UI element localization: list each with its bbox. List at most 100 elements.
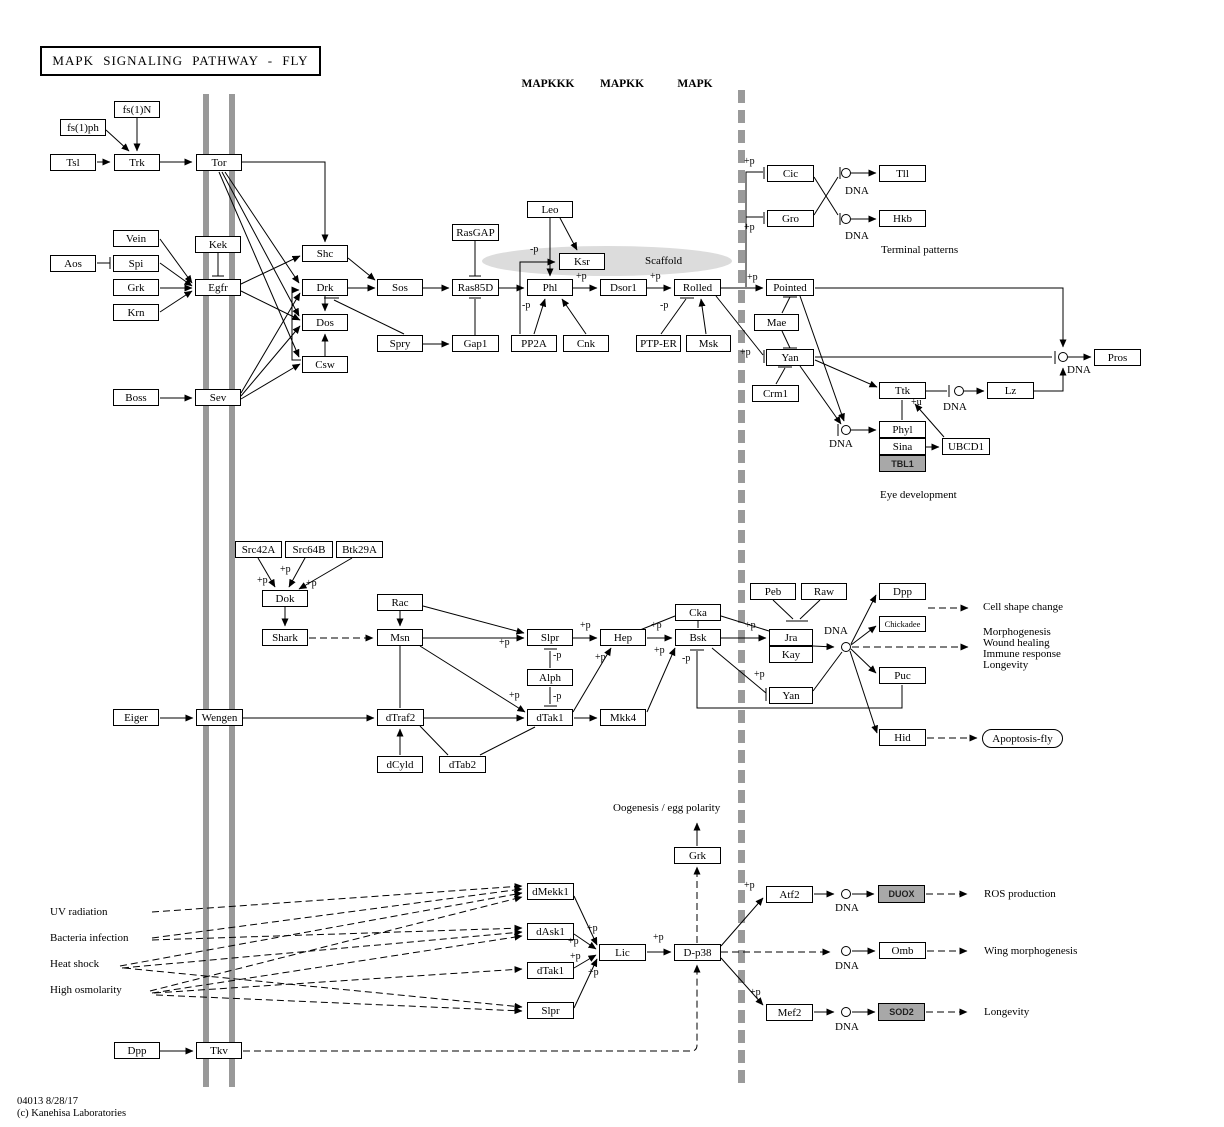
node-hkb[interactable]: Hkb <box>879 210 926 227</box>
node-mae[interactable]: Mae <box>754 314 799 331</box>
node-dcyld[interactable]: dCyld <box>377 756 423 773</box>
node-fs1ph[interactable]: fs(1)ph <box>60 119 106 136</box>
node-src64b[interactable]: Src64B <box>285 541 333 558</box>
node-crm1[interactable]: Crm1 <box>752 385 799 402</box>
node-trk[interactable]: Trk <box>114 154 160 171</box>
node-lic[interactable]: Lic <box>599 944 646 961</box>
node-egfr[interactable]: Egfr <box>195 279 241 296</box>
node-slpr2[interactable]: Slpr <box>527 1002 574 1019</box>
node-duox[interactable]: DUOX <box>878 885 925 903</box>
node-csw[interactable]: Csw <box>302 356 348 373</box>
node-rolled[interactable]: Rolled <box>674 279 721 296</box>
node-dsor1[interactable]: Dsor1 <box>600 279 647 296</box>
node-gro[interactable]: Gro <box>767 210 814 227</box>
annotation-plusminus-p: +p <box>654 645 665 656</box>
node-dok[interactable]: Dok <box>262 590 308 607</box>
node-cic[interactable]: Cic <box>767 165 814 182</box>
dna-label: DNA <box>835 1021 859 1033</box>
node-ksr[interactable]: Ksr <box>559 253 605 270</box>
node-kek[interactable]: Kek <box>195 236 241 253</box>
node-hep[interactable]: Hep <box>600 629 646 646</box>
outcome-longevity-2: Longevity <box>984 1006 1030 1018</box>
node-drk[interactable]: Drk <box>302 279 348 296</box>
node-vein[interactable]: Vein <box>113 230 159 247</box>
node-puc[interactable]: Puc <box>879 667 926 684</box>
section-eye-development: Eye development <box>880 489 957 501</box>
cell-membrane-outer <box>203 94 209 1087</box>
node-shc[interactable]: Shc <box>302 245 348 262</box>
node-sina[interactable]: Sina <box>879 438 926 455</box>
node-mkk4[interactable]: Mkk4 <box>600 709 646 726</box>
node-tbl1[interactable]: TBL1 <box>879 455 926 472</box>
node-dpp2[interactable]: Dpp <box>114 1042 160 1059</box>
node-raw[interactable]: Raw <box>801 583 847 600</box>
node-dtak1a[interactable]: dTak1 <box>527 709 573 726</box>
node-ttk[interactable]: Ttk <box>879 382 926 399</box>
node-pp2a[interactable]: PP2A <box>511 335 557 352</box>
outcome-cell-shape-change: Cell shape change <box>983 601 1064 613</box>
node-src42a[interactable]: Src42A <box>235 541 282 558</box>
node-yan2[interactable]: Yan <box>769 687 813 704</box>
dna-label: DNA <box>829 438 853 450</box>
node-slpr1[interactable]: Slpr <box>527 629 573 646</box>
annotation-minus-p: -p <box>682 653 691 664</box>
node-spry[interactable]: Spry <box>377 335 423 352</box>
node-lz[interactable]: Lz <box>987 382 1034 399</box>
node-wengen[interactable]: Wengen <box>196 709 243 726</box>
node-krn[interactable]: Krn <box>113 304 159 321</box>
node-grk1[interactable]: Grk <box>113 279 159 296</box>
node-btk29a[interactable]: Btk29A <box>336 541 383 558</box>
node-msn[interactable]: Msn <box>377 629 423 646</box>
node-chickadee[interactable]: Chickadee <box>879 616 926 632</box>
node-bsk[interactable]: Bsk <box>675 629 721 646</box>
node-aos[interactable]: Aos <box>50 255 96 272</box>
node-dpp1[interactable]: Dpp <box>879 583 926 600</box>
node-atf2[interactable]: Atf2 <box>766 886 813 903</box>
node-shark[interactable]: Shark <box>262 629 308 646</box>
node-boss[interactable]: Boss <box>113 389 159 406</box>
node-dp38[interactable]: D-p38 <box>674 944 721 961</box>
dna-label: DNA <box>1067 364 1091 376</box>
node-omb[interactable]: Omb <box>879 942 926 959</box>
annotation-plusminus-p: +p <box>653 932 664 943</box>
node-apoptosisfly[interactable]: Apoptosis-fly <box>982 729 1063 748</box>
node-rasgap[interactable]: RasGAP <box>452 224 499 241</box>
node-ras85d[interactable]: Ras85D <box>452 279 499 296</box>
node-leo[interactable]: Leo <box>527 201 573 218</box>
node-pointed[interactable]: Pointed <box>766 279 814 296</box>
node-tor[interactable]: Tor <box>196 154 242 171</box>
node-dtraf2[interactable]: dTraf2 <box>377 709 424 726</box>
node-dmekk1[interactable]: dMekk1 <box>527 883 574 900</box>
node-pros[interactable]: Pros <box>1094 349 1141 366</box>
node-grk2[interactable]: Grk <box>674 847 721 864</box>
node-sev[interactable]: Sev <box>195 389 241 406</box>
node-tsl[interactable]: Tsl <box>50 154 96 171</box>
node-fs1N[interactable]: fs(1)N <box>114 101 160 118</box>
node-dtab2[interactable]: dTab2 <box>439 756 486 773</box>
node-peb[interactable]: Peb <box>750 583 796 600</box>
node-tll[interactable]: Tll <box>879 165 926 182</box>
node-dask1[interactable]: dAsk1 <box>527 923 574 940</box>
node-rac[interactable]: Rac <box>377 594 423 611</box>
node-cka[interactable]: Cka <box>675 604 721 621</box>
node-dtak1b[interactable]: dTak1 <box>527 962 574 979</box>
node-kay[interactable]: Kay <box>769 646 813 663</box>
node-mef2[interactable]: Mef2 <box>766 1004 813 1021</box>
node-msk[interactable]: Msk <box>686 335 731 352</box>
node-ptper[interactable]: PTP-ER <box>636 335 681 352</box>
node-sos[interactable]: Sos <box>377 279 423 296</box>
node-phyl[interactable]: Phyl <box>879 421 926 438</box>
node-sod2[interactable]: SOD2 <box>878 1003 925 1021</box>
node-hid[interactable]: Hid <box>879 729 926 746</box>
node-tkv[interactable]: Tkv <box>196 1042 242 1059</box>
node-jra[interactable]: Jra <box>769 629 813 646</box>
node-ubcd1[interactable]: UBCD1 <box>942 438 990 455</box>
node-phl[interactable]: Phl <box>527 279 573 296</box>
node-alph[interactable]: Alph <box>527 669 573 686</box>
node-gap1[interactable]: Gap1 <box>452 335 499 352</box>
node-cnk[interactable]: Cnk <box>563 335 609 352</box>
node-spi[interactable]: Spi <box>113 255 159 272</box>
node-yan1[interactable]: Yan <box>766 349 814 366</box>
node-dos[interactable]: Dos <box>302 314 348 331</box>
node-eiger[interactable]: Eiger <box>113 709 159 726</box>
